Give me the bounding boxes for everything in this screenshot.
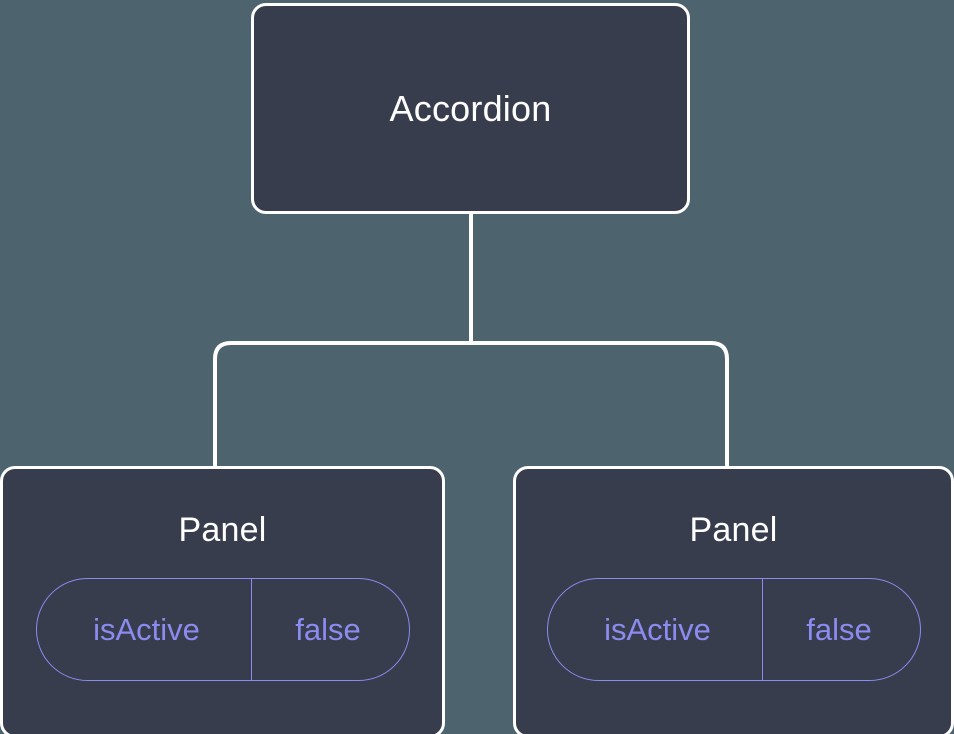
prop-badge-isactive-2[interactable]: isActive false bbox=[546, 578, 921, 681]
prop-key-1: isActive bbox=[37, 579, 252, 680]
edge-branch-bus bbox=[213, 341, 729, 468]
prop-value-2: false bbox=[806, 612, 872, 647]
prop-value-1: false bbox=[295, 612, 361, 647]
node-accordion[interactable]: Accordion bbox=[251, 3, 690, 214]
prop-badge-isactive-1[interactable]: isActive false bbox=[35, 578, 410, 681]
node-panel-1-label: Panel bbox=[178, 511, 267, 549]
node-panel-2[interactable]: Panel isActive false bbox=[513, 466, 954, 734]
node-panel-2-label: Panel bbox=[689, 511, 778, 549]
node-panel-1[interactable]: Panel isActive false bbox=[0, 466, 445, 734]
node-accordion-label: Accordion bbox=[389, 87, 552, 129]
prop-key-2: isActive bbox=[548, 579, 763, 680]
